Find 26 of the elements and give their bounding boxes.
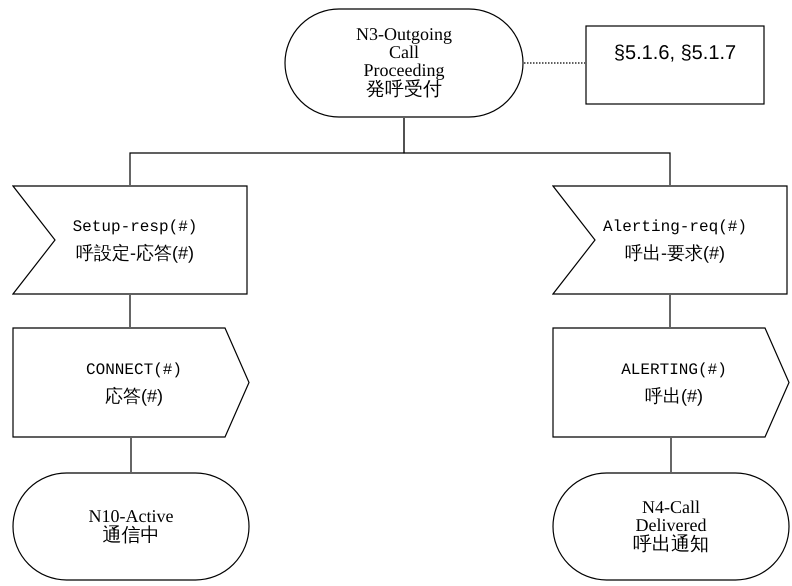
comment-box — [585, 25, 765, 105]
flow-line — [129, 295, 131, 327]
state-name: N10-Active — [88, 506, 174, 524]
signal-name: CONNECT(#) — [86, 360, 182, 380]
input-signal-symbol — [552, 185, 788, 295]
section-reference: §5.1.6, §5.1.7 — [614, 41, 736, 65]
dotted-connector — [524, 62, 585, 64]
signal-name: 呼設定-応答(#) — [76, 242, 194, 265]
signal-name: 応答(#) — [105, 384, 163, 408]
input-signal-symbol — [12, 185, 248, 295]
flow-line — [130, 438, 132, 472]
flow-line — [669, 295, 671, 327]
signal-name: ALERTING(#) — [621, 360, 727, 380]
signal-name: 呼出(#) — [645, 384, 703, 408]
state-name: 呼出通知 — [633, 534, 709, 556]
state-name: N3-Outgoing Call Proceeding — [355, 25, 453, 79]
signal-name: Setup-resp(#) — [72, 217, 198, 238]
state-name: N4-Call Delivered — [636, 498, 708, 534]
signal-name: 呼出-要求(#) — [625, 242, 725, 265]
flow-line — [670, 438, 672, 472]
state-name: 通信中 — [102, 524, 160, 546]
output-signal-symbol — [12, 327, 250, 438]
output-signal-symbol — [552, 327, 790, 438]
signal-name: Alerting-req(#) — [602, 217, 748, 238]
flow-line — [403, 118, 671, 185]
state-name: 発呼受付 — [366, 79, 442, 101]
